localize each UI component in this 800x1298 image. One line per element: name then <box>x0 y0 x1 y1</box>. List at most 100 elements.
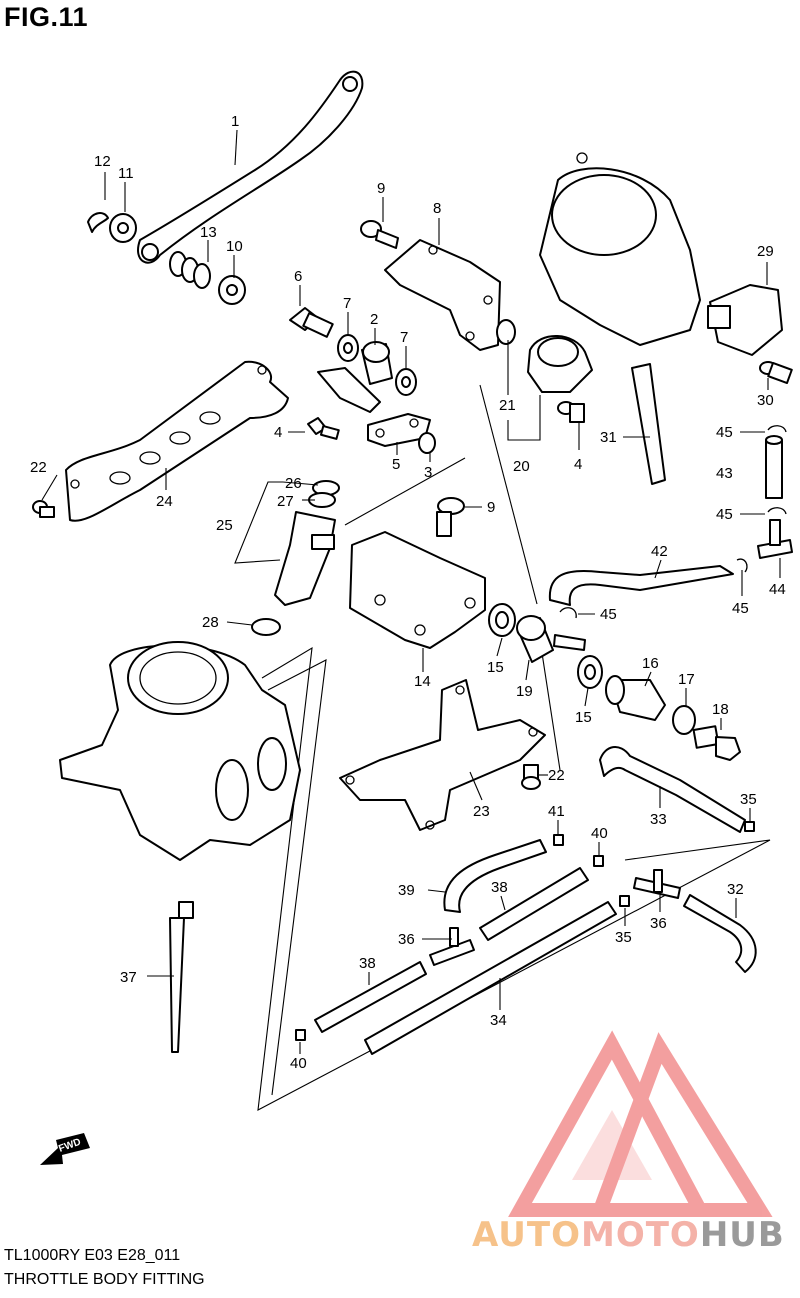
part-36-joint-b[interactable] <box>633 869 681 899</box>
label-8: 8 <box>433 200 441 217</box>
part-17-washer[interactable] <box>672 705 696 735</box>
label-17: 17 <box>678 671 695 688</box>
part-29-sensor[interactable] <box>707 284 783 356</box>
label-24: 24 <box>156 493 173 510</box>
part-8-bracket[interactable] <box>384 239 501 351</box>
part-45-clip-b[interactable] <box>767 507 787 515</box>
label-3: 3 <box>424 464 432 481</box>
part-15-washer-b[interactable] <box>577 655 603 689</box>
leader-lines <box>41 129 781 1054</box>
figure-caption: THROTTLE BODY FITTING <box>4 1271 205 1288</box>
part-28-seal[interactable] <box>251 618 281 636</box>
fwd-arrow-icon: FWD <box>40 1133 90 1165</box>
label-28: 28 <box>202 614 219 631</box>
label-10: 10 <box>226 238 243 255</box>
label-45-a: 45 <box>716 424 733 441</box>
part-35-cap-a[interactable] <box>744 821 755 832</box>
part-35-cap-b[interactable] <box>619 895 630 907</box>
label-26: 26 <box>285 475 302 492</box>
assembly-outline <box>257 384 771 1111</box>
part-14-bracket[interactable] <box>349 531 486 649</box>
part-42-hose[interactable] <box>548 565 734 606</box>
part-25-injector[interactable] <box>274 511 336 606</box>
part-sensor-housing[interactable] <box>539 152 701 346</box>
label-30: 30 <box>757 392 774 409</box>
part-7-washer-a[interactable] <box>337 334 359 362</box>
label-45-b: 45 <box>716 506 733 523</box>
part-45-clip-d[interactable] <box>559 607 577 619</box>
throttle-body[interactable] <box>59 641 301 861</box>
part-9-screw-upper[interactable] <box>360 220 399 249</box>
part-45-clip-c[interactable] <box>736 558 748 573</box>
part-31-hose[interactable] <box>631 363 666 485</box>
part-23-bracket[interactable] <box>339 679 546 831</box>
label-14: 14 <box>414 673 431 690</box>
part-18-bolt[interactable] <box>692 725 741 761</box>
part-37-cable-tie[interactable] <box>169 901 194 1053</box>
part-22-bolt-left[interactable] <box>32 500 55 518</box>
part-19-collar[interactable] <box>516 615 554 663</box>
part-10-washer[interactable] <box>218 275 246 305</box>
part-33-hose[interactable] <box>599 746 746 833</box>
part-11-washer[interactable] <box>109 213 137 243</box>
label-40-b: 40 <box>290 1055 307 1072</box>
label-45-d: 45 <box>600 606 617 623</box>
part-38-hose-b[interactable] <box>314 961 427 1033</box>
part-32-hose[interactable] <box>683 894 757 973</box>
part-45-clip-a[interactable] <box>767 425 787 433</box>
part-41-cap[interactable] <box>553 834 564 846</box>
part-3-oring[interactable] <box>418 432 436 454</box>
part-34-hose[interactable] <box>364 901 617 1055</box>
label-23: 23 <box>473 803 490 820</box>
part-20-sensor[interactable] <box>527 335 593 393</box>
part-39-hose[interactable] <box>443 839 547 913</box>
part-36-joint-a[interactable] <box>429 927 475 966</box>
label-6: 6 <box>294 268 302 285</box>
label-38-a: 38 <box>491 879 508 896</box>
label-33: 33 <box>650 811 667 828</box>
part-30-screw[interactable] <box>759 361 793 384</box>
label-20: 20 <box>513 458 530 475</box>
part-21-oring[interactable] <box>496 319 516 345</box>
part-2-collar[interactable] <box>361 341 393 385</box>
label-31: 31 <box>600 429 617 446</box>
part-22-bolt-right[interactable] <box>521 764 541 790</box>
label-5: 5 <box>392 456 400 473</box>
label-43: 43 <box>716 465 733 482</box>
label-1: 1 <box>231 113 239 130</box>
label-11: 11 <box>118 165 134 182</box>
part-7-washer-b[interactable] <box>395 368 417 396</box>
label-15-b: 15 <box>575 709 592 726</box>
part-6-bolt[interactable] <box>289 307 334 338</box>
part-16-adjuster[interactable] <box>605 675 666 721</box>
watermark-moto: MOTO <box>580 1215 700 1255</box>
label-39: 39 <box>398 882 415 899</box>
part-40-cap-a[interactable] <box>593 855 604 867</box>
part-shaft-sleeve[interactable] <box>317 367 381 413</box>
part-bolt-shaft[interactable] <box>553 634 586 651</box>
label-34: 34 <box>490 1012 507 1029</box>
label-38-b: 38 <box>359 955 376 972</box>
part-44-t-joint[interactable] <box>757 519 793 559</box>
label-12: 12 <box>94 153 111 170</box>
model-code: TL1000RY E03 E28_011 <box>4 1247 181 1264</box>
figure-footer: TL1000RY E03 E28_011 THROTTLE BODY FITTI… <box>4 1244 205 1292</box>
watermark-text: AUTOMOTOHUB <box>472 1215 785 1255</box>
part-12-clip[interactable] <box>87 212 109 233</box>
label-45-c: 45 <box>732 600 749 617</box>
part-40-cap-b[interactable] <box>295 1029 306 1041</box>
part-24-bracket[interactable] <box>65 360 289 522</box>
label-4-left: 4 <box>274 424 282 441</box>
part-4-bolt-left[interactable] <box>307 417 340 440</box>
part-15-washer-a[interactable] <box>488 603 516 637</box>
part-9-screw-lower[interactable] <box>436 497 465 537</box>
part-13-spring[interactable] <box>169 251 211 289</box>
part-1-link-rod[interactable] <box>137 70 364 264</box>
label-35-b: 35 <box>615 929 632 946</box>
part-4-bolt-right[interactable] <box>557 401 585 423</box>
label-44: 44 <box>769 581 786 598</box>
watermark-logo <box>508 1030 773 1217</box>
part-43-hose[interactable] <box>765 435 783 499</box>
part-38-hose-a[interactable] <box>479 867 589 941</box>
label-22-right: 22 <box>548 767 565 784</box>
